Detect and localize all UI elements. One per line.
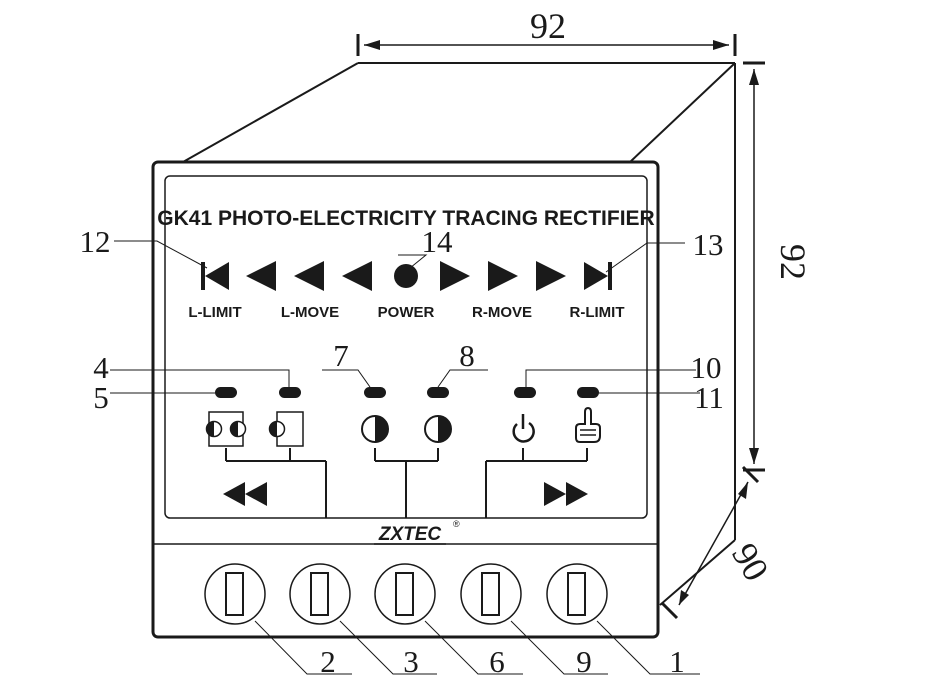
height-dimension: 92 <box>743 61 813 472</box>
dual-sensor-icon <box>205 411 247 447</box>
depth-value: 90 <box>724 536 777 587</box>
left-arrow-icon <box>246 261 276 291</box>
right-arrow-icon <box>440 261 470 291</box>
left-arrow-icon <box>294 261 324 291</box>
callout-13: 13 <box>693 227 724 262</box>
led-10 <box>514 387 536 398</box>
fast-forward-icon <box>544 482 588 506</box>
callout-5: 5 <box>93 380 109 415</box>
led-11 <box>577 387 599 398</box>
callout-7: 7 <box>333 338 349 373</box>
group-connector-lines <box>225 448 588 518</box>
callout-8: 8 <box>459 338 475 373</box>
right-arrow-icon <box>536 261 566 291</box>
callout-4: 4 <box>93 350 109 385</box>
button-2[interactable] <box>204 563 266 625</box>
callout-2: 2 <box>320 644 336 679</box>
indicator-row <box>201 261 612 291</box>
depth-dimension: 90 <box>660 465 777 620</box>
led-row <box>215 387 599 398</box>
height-value: 92 <box>773 244 813 280</box>
callout-leader-lines <box>110 240 700 675</box>
led-8 <box>427 387 449 398</box>
callout-12: 12 <box>80 224 111 259</box>
single-sensor-icon <box>268 411 304 447</box>
l-limit-label: L-LIMIT <box>188 304 241 321</box>
brand-name: ZXTEC <box>378 524 442 545</box>
right-arrow-icon <box>488 261 518 291</box>
r-move-label: R-MOVE <box>472 304 532 321</box>
button-9[interactable] <box>460 563 522 625</box>
registered-mark: ® <box>453 519 460 529</box>
brand-logo: ZXTEC ® <box>374 519 460 545</box>
power-label: POWER <box>378 304 435 321</box>
l-move-label: L-MOVE <box>281 304 339 321</box>
callout-11: 11 <box>694 380 724 415</box>
r-limit-label: R-LIMIT <box>570 304 625 321</box>
led-5 <box>215 387 237 398</box>
right-limit-icon <box>584 262 612 290</box>
led-7 <box>364 387 386 398</box>
power-cycle-icon <box>512 414 535 443</box>
left-arrow-icon <box>342 261 372 291</box>
hand-icon <box>575 406 601 443</box>
callout-14: 14 <box>422 224 454 259</box>
button-6[interactable] <box>374 563 436 625</box>
button-3[interactable] <box>289 563 351 625</box>
left-limit-icon <box>201 262 229 290</box>
led-4 <box>279 387 301 398</box>
callout-9: 9 <box>576 644 592 679</box>
half-circle-icon <box>361 415 389 443</box>
callout-10: 10 <box>691 350 722 385</box>
width-value: 92 <box>530 6 566 46</box>
width-dimension: 92 <box>356 6 737 56</box>
button-1[interactable] <box>546 563 608 625</box>
half-circle-icon <box>424 415 452 443</box>
callout-3: 3 <box>403 644 419 679</box>
rewind-icon <box>223 482 267 506</box>
power-dot-icon <box>394 264 418 288</box>
panel-title: GK41 PHOTO-ELECTRICITY TRACING RECTIFIER <box>157 207 654 230</box>
callout-6: 6 <box>489 644 505 679</box>
callout-1: 1 <box>669 644 685 679</box>
front-panel <box>151 160 660 639</box>
